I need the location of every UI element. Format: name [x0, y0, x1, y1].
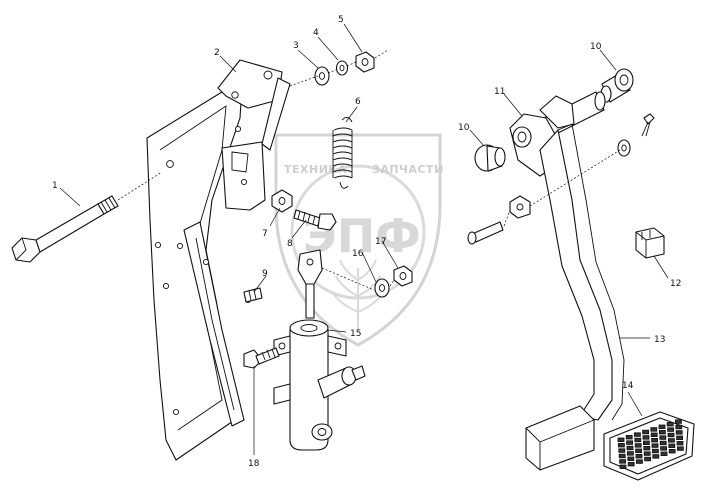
bolt-18: [243, 347, 280, 369]
washer-pedal: [617, 139, 631, 157]
callout-5: 5: [338, 15, 344, 25]
pad-texture-cell: [676, 435, 683, 440]
clevis-plate: [509, 195, 531, 219]
lock-washer-4: [335, 60, 349, 76]
pad-texture-cell: [643, 445, 651, 451]
callout-4: 4: [313, 28, 319, 38]
callout-14: 14: [622, 381, 634, 391]
pad-texture-cell: [668, 448, 676, 454]
pad-texture-cell: [644, 456, 651, 462]
cotter-pin: [641, 113, 655, 137]
callout-9: 9: [262, 269, 268, 279]
pad-texture-cell: [635, 453, 643, 459]
callout-12: 12: [670, 279, 681, 289]
pad-texture-cell: [659, 435, 667, 440]
nut-5: [355, 51, 375, 73]
pad-texture-cell: [617, 437, 625, 442]
callout-10-top: 10: [590, 42, 602, 52]
long-bolt: [11, 171, 163, 263]
callout-10-left: 10: [458, 123, 470, 133]
pad-texture-cell: [642, 435, 650, 440]
nut-17: [393, 265, 413, 287]
pad-texture-cell: [667, 432, 675, 438]
small-bolt-9: [243, 287, 263, 303]
callout-8: 8: [287, 239, 293, 249]
callout-11: 11: [494, 87, 505, 97]
pad-texture-cell: [618, 448, 626, 453]
pad-texture-cell: [676, 440, 684, 446]
pad-texture-cell: [667, 427, 674, 432]
pad-texture-cell: [652, 454, 660, 459]
watermark: ТЕХНИКА ЗАПЧАСТИ ЭПФ: [274, 133, 444, 347]
pad-texture-cell: [660, 451, 668, 456]
pad-texture-cell: [675, 430, 683, 435]
watermark-text-left: ТЕХНИКА: [284, 163, 347, 176]
pad-texture-cell: [619, 464, 627, 469]
callout-labels: 1 2 3 4 5 6 7 8 9 10 10 11 12 13 14 15 1…: [52, 15, 681, 469]
pad-texture-cell: [677, 446, 684, 451]
washer-16: [374, 278, 390, 298]
pad-texture-cell: [659, 440, 667, 446]
callout-7: 7: [262, 229, 268, 239]
pad-texture-cell: [642, 429, 649, 435]
callout-3: 3: [293, 41, 299, 51]
callout-6: 6: [355, 97, 361, 107]
pad-texture-cell: [651, 443, 659, 448]
pad-texture-cell: [643, 440, 650, 445]
pad-texture-cell: [652, 448, 659, 454]
pad-texture-cell: [660, 446, 667, 451]
pedal-arm: [509, 91, 625, 471]
washer-3: [314, 66, 330, 86]
callout-leaders: [59, 23, 669, 455]
pad-texture-cell: [627, 451, 634, 456]
return-spring: [332, 117, 353, 189]
pad-texture-cell: [650, 432, 658, 437]
pad-texture-cell: [626, 440, 633, 445]
pad-texture-cell: [658, 424, 666, 429]
pad-texture-cell: [626, 445, 634, 451]
clevis-pin: [467, 221, 504, 245]
pad-texture-cell: [659, 429, 666, 435]
callout-16: 16: [352, 249, 364, 259]
nut-7: [271, 189, 293, 213]
pad-texture-cell: [634, 443, 642, 448]
pad-texture-cell: [651, 437, 658, 443]
pad-texture-cell: [618, 453, 626, 459]
stop-block-12: [635, 227, 665, 259]
pad-texture-cell: [625, 434, 633, 440]
callout-1: 1: [52, 181, 58, 191]
pedal-pad-cover: [603, 411, 695, 481]
callout-17: 17: [375, 237, 386, 247]
watermark-text-right: ЗАПЧАСТИ: [372, 163, 444, 176]
pad-texture-cell: [619, 459, 626, 464]
pad-texture-cell: [666, 421, 674, 427]
pad-texture-cell: [636, 459, 643, 464]
callout-18: 18: [248, 459, 260, 469]
callout-15: 15: [350, 329, 361, 339]
pad-texture-cell: [635, 448, 642, 453]
bracket-plate: [146, 59, 291, 461]
pad-texture-cell: [643, 451, 651, 456]
callout-2: 2: [214, 48, 220, 58]
pad-texture-cell: [627, 461, 635, 467]
master-cylinder: [273, 249, 366, 451]
pad-texture-cell: [675, 419, 682, 424]
pad-texture-cell: [675, 424, 683, 430]
pad-texture-cell: [618, 442, 625, 448]
pad-texture-cell: [668, 443, 676, 448]
pad-texture-cell: [650, 427, 658, 432]
callout-13: 13: [654, 335, 665, 345]
pad-texture-cell: [627, 456, 635, 461]
pad-texture-cell: [634, 432, 641, 437]
pad-texture-cell: [668, 438, 675, 443]
bushing-10-top: [600, 68, 634, 103]
pad-texture-cell: [634, 437, 642, 443]
adjusting-bolt-8: [293, 209, 337, 231]
bushing-10-left: [474, 144, 506, 172]
